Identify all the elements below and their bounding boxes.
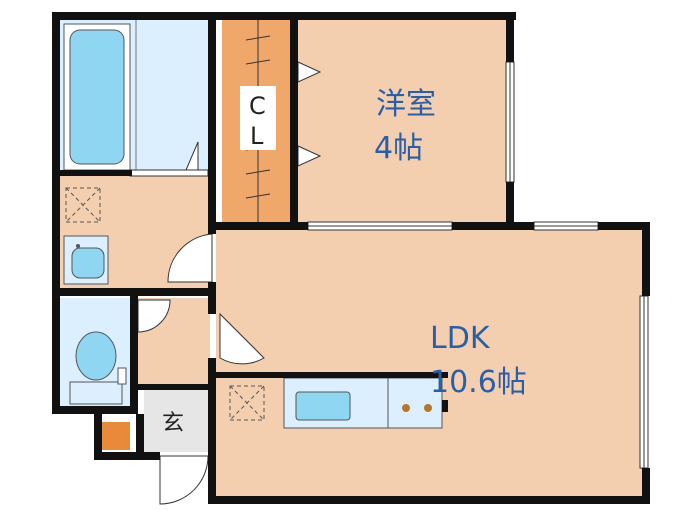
storage-box [100, 422, 130, 450]
closet-label-bg [240, 86, 276, 150]
entrance-floor [144, 390, 210, 452]
kitchen-sink-icon [295, 391, 351, 421]
closet-label-l: L [250, 122, 264, 150]
ldk-size: 10.6帖 [430, 365, 527, 400]
ventilation-icon-kitchen [229, 385, 265, 421]
toilet-icon [69, 331, 127, 405]
entrance-label: 玄 [162, 411, 184, 436]
washbasin-icon [63, 235, 109, 285]
ventilation-icon [65, 187, 101, 223]
ldk-floor [216, 230, 646, 498]
western-room-size: 4帖 [374, 131, 423, 166]
closet-label-c: C [249, 92, 266, 120]
walls [52, 12, 650, 504]
kitchen-counter [283, 377, 448, 429]
western-room-floor [298, 18, 510, 224]
bath-door-frame [129, 169, 209, 177]
western-room-name: 洋室 [376, 87, 436, 122]
door-swing-icon [137, 232, 265, 505]
ldk-name: LDK [430, 321, 491, 356]
bathtub-icon [63, 23, 131, 171]
